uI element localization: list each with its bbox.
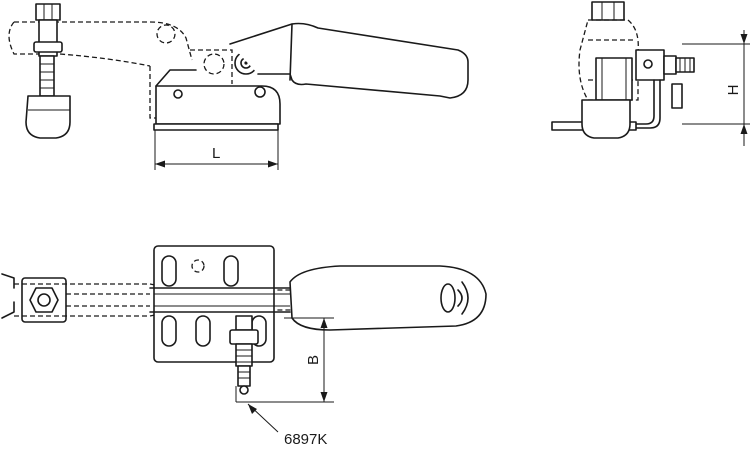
front-view: H xyxy=(551,1,750,146)
slot-upper-left xyxy=(161,255,177,287)
front-pressure-tip xyxy=(581,99,631,139)
front-side-plate xyxy=(595,57,633,101)
front-hex-nut xyxy=(591,1,625,21)
pressure-tip xyxy=(25,95,71,139)
dim-L-label: L xyxy=(212,145,220,162)
handle xyxy=(229,22,469,99)
top-hex-nut xyxy=(35,3,61,21)
threaded-stem xyxy=(39,55,55,97)
slot-upper-right xyxy=(223,255,239,287)
dim-B-label: B xyxy=(305,355,322,365)
part-number-label: 6897K xyxy=(284,431,327,448)
dim-H-label: H xyxy=(725,85,742,96)
sensor-bracket xyxy=(635,49,665,81)
slot-lower-left xyxy=(161,315,177,347)
top-sensor-nut xyxy=(235,315,253,331)
slot-lower-mid xyxy=(195,315,211,347)
top-clamp-head xyxy=(21,277,67,323)
side-view: L xyxy=(8,3,469,170)
top-view: B 6897K xyxy=(1,245,487,448)
top-handle xyxy=(289,265,487,331)
base-plate xyxy=(155,85,281,125)
top-sensor-body xyxy=(237,365,251,387)
